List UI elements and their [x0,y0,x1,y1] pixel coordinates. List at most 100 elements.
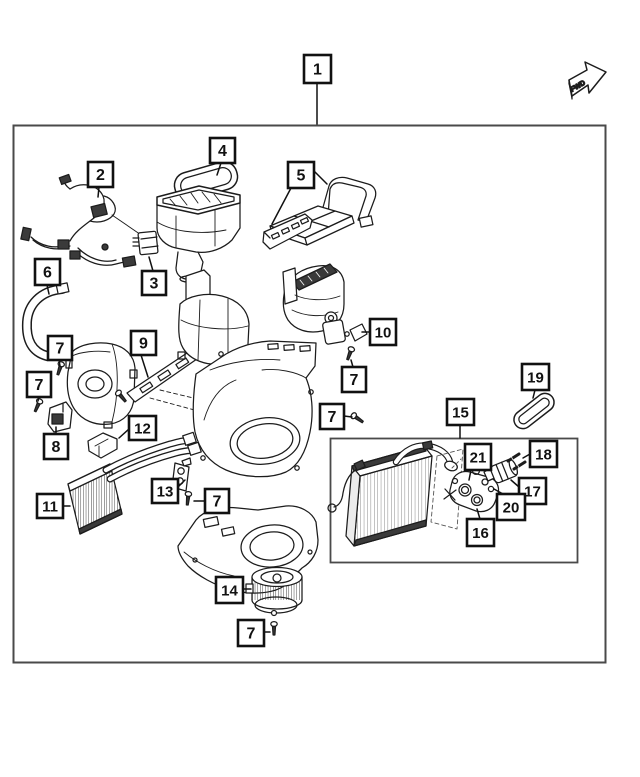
callout-box[interactable] [86,160,115,189]
callout-number: 7 [328,409,337,426]
callout-9[interactable]: 9 [129,329,158,378]
callout-13[interactable]: 13 [150,477,186,505]
air-inlet-housing-art [156,185,241,283]
main-case-art [192,340,317,478]
resistor-block-art [47,401,73,439]
callout-leader [313,170,328,185]
callout-number: 7 [247,625,256,642]
callout-8[interactable]: 8 [42,426,70,461]
callout-7c[interactable]: 7 [340,359,368,394]
callout-leader [510,479,520,488]
callout-box[interactable] [463,442,493,472]
callout-leader [46,284,50,295]
heater-core-art [67,431,202,535]
callout-number: 2 [96,167,105,184]
callout-number: 13 [157,483,174,500]
callout-box[interactable] [46,334,74,362]
callout-number: 1 [313,61,322,78]
filter-frame-art [262,213,313,250]
screw-art-6 [270,620,278,636]
callout-7f[interactable]: 7 [236,618,271,648]
callout-10[interactable]: 10 [361,317,398,347]
fwd-direction-arrow: FWD [568,61,607,100]
screw-art-7 [114,389,127,403]
blower-wheel-art [245,566,303,617]
callout-2[interactable]: 2 [86,160,115,198]
callout-leader [97,186,100,198]
callout-box[interactable] [33,257,62,287]
callout-16[interactable]: 16 [465,508,496,548]
callout-box[interactable] [150,477,180,505]
callout-number: 9 [139,335,148,352]
callout-box[interactable] [465,517,496,548]
callout-box[interactable] [236,618,266,648]
callout-leader [468,469,472,481]
callout-box[interactable] [520,362,551,392]
callout-number: 14 [221,582,238,599]
callout-box[interactable] [340,365,368,394]
callout-6[interactable]: 6 [33,257,62,295]
callout-box[interactable] [35,492,65,520]
callout-number: 20 [503,499,520,516]
left-housing-art [65,342,138,429]
callout-number: 7 [35,377,44,394]
callout-number: 21 [470,449,487,466]
studs-art [506,452,527,471]
callout-20[interactable]: 20 [493,488,527,522]
callout-18[interactable]: 18 [522,439,559,469]
callout-number: 12 [134,420,151,437]
callout-box[interactable] [127,414,158,442]
callout-box[interactable] [203,487,231,515]
callout-box[interactable] [129,329,158,357]
callout-leader [343,415,353,418]
callout-number: 10 [375,324,392,341]
actuator-art [322,311,368,345]
evaporator-subassembly-border [329,437,579,564]
bracket12-art [87,432,118,459]
screw-art-5 [184,490,193,506]
callout-number: 18 [535,446,552,463]
callout-box[interactable] [528,439,559,469]
callout-leader [118,428,130,439]
callout-number: 17 [524,483,541,500]
callout-leader [532,389,536,399]
sensor-art [132,230,159,256]
callout-box[interactable] [214,575,245,605]
callout-1[interactable]: 1 [302,53,333,125]
callout-box[interactable] [42,432,70,461]
callout-number: 11 [42,498,58,515]
callout-12[interactable]: 12 [118,414,158,442]
callout-box[interactable] [140,269,168,297]
callout-box[interactable] [208,136,237,165]
callout-box[interactable] [302,53,333,85]
callout-number: 7 [213,493,222,510]
callout-box[interactable] [368,317,398,347]
callout-number: 16 [472,525,489,542]
callout-number: 7 [350,372,359,389]
callout-15[interactable]: 15 [445,397,476,439]
wiring-harness-art [20,173,148,268]
callout-number: 15 [452,404,469,421]
callout-leader [148,256,154,272]
callout-7e[interactable]: 7 [193,487,231,515]
callout-7b[interactable]: 7 [25,370,53,402]
callout-box[interactable] [286,160,316,190]
expansion-valve-art [443,465,500,513]
callout-box[interactable] [318,402,346,431]
callout-box[interactable] [495,492,527,522]
callout-3[interactable]: 3 [140,256,168,297]
callout-box[interactable] [25,370,53,399]
callout-21[interactable]: 21 [463,442,493,481]
callout-4[interactable]: 4 [208,136,237,176]
callout-11[interactable]: 11 [35,492,71,520]
callout-19[interactable]: 19 [520,362,551,399]
callout-number: 5 [297,167,306,184]
callout-7a[interactable]: 7 [46,334,74,367]
callout-14[interactable]: 14 [214,575,252,605]
callout-box[interactable] [445,397,476,427]
callout-7d[interactable]: 7 [318,402,353,431]
callout-leader [476,508,481,520]
callout-5[interactable]: 5 [271,160,328,225]
